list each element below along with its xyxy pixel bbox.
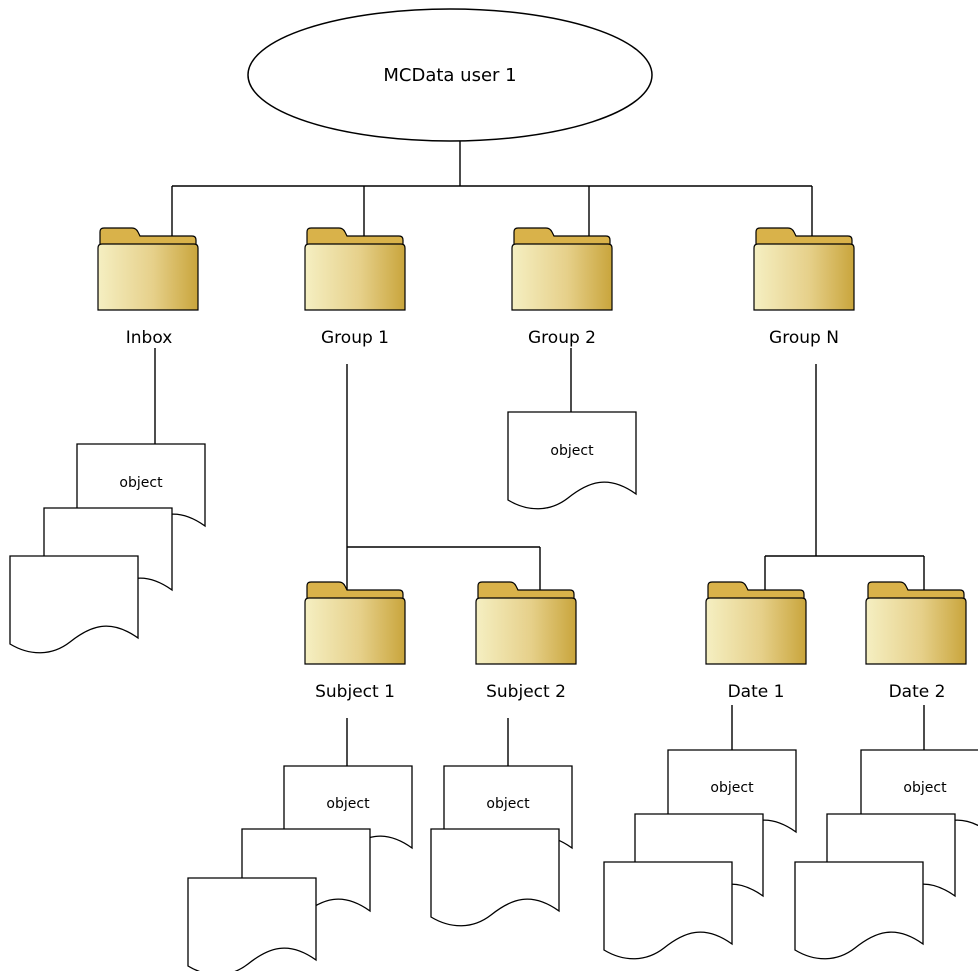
object-label: object bbox=[550, 443, 594, 459]
folder-label-date-1: Date 1 bbox=[728, 682, 785, 702]
folder-date-2: Date 2 bbox=[865, 581, 967, 702]
folder-group-n: Group N bbox=[753, 227, 855, 348]
object-label: object bbox=[710, 780, 754, 796]
folder-inbox: Inbox bbox=[97, 227, 199, 348]
folder-icon bbox=[753, 227, 855, 311]
folder-subject-1: Subject 1 bbox=[304, 581, 406, 702]
document-icon bbox=[507, 411, 637, 510]
folder-subject-2: Subject 2 bbox=[475, 581, 577, 702]
folder-date-1: Date 1 bbox=[705, 581, 807, 702]
document-group-2: object bbox=[507, 411, 637, 510]
folder-label-subject-2: Subject 2 bbox=[486, 682, 566, 702]
folder-icon bbox=[511, 227, 613, 311]
document-stack-date-2: object bbox=[794, 749, 978, 960]
object-label: object bbox=[903, 780, 947, 796]
document-stack-date-1: object bbox=[603, 749, 797, 960]
folder-icon bbox=[705, 581, 807, 665]
folder-icon bbox=[97, 227, 199, 311]
object-label: object bbox=[486, 796, 530, 812]
document-stack-subject-2: object bbox=[430, 765, 573, 927]
folder-group-1: Group 1 bbox=[304, 227, 406, 348]
folder-label-inbox: Inbox bbox=[126, 328, 173, 348]
folder-icon bbox=[304, 581, 406, 665]
object-label: object bbox=[119, 475, 163, 491]
document-stack-inbox: object bbox=[9, 443, 206, 654]
document-icon bbox=[430, 828, 560, 927]
root-node: MCData user 1 bbox=[247, 8, 653, 142]
document-icon bbox=[603, 861, 733, 960]
root-label: MCData user 1 bbox=[383, 65, 516, 86]
document-icon bbox=[187, 877, 317, 971]
document-icon bbox=[9, 555, 139, 654]
document-icon bbox=[794, 861, 924, 960]
folder-label-date-2: Date 2 bbox=[889, 682, 946, 702]
folder-icon bbox=[304, 227, 406, 311]
document-stack-subject-1: object bbox=[187, 765, 413, 971]
folder-group-2: Group 2 bbox=[511, 227, 613, 348]
object-label: object bbox=[326, 796, 370, 812]
folder-icon bbox=[865, 581, 967, 665]
folder-label-group-2: Group 2 bbox=[528, 328, 596, 348]
folder-label-group-n: Group N bbox=[769, 328, 839, 348]
folder-icon bbox=[475, 581, 577, 665]
folder-label-subject-1: Subject 1 bbox=[315, 682, 395, 702]
folder-label-group-1: Group 1 bbox=[321, 328, 389, 348]
